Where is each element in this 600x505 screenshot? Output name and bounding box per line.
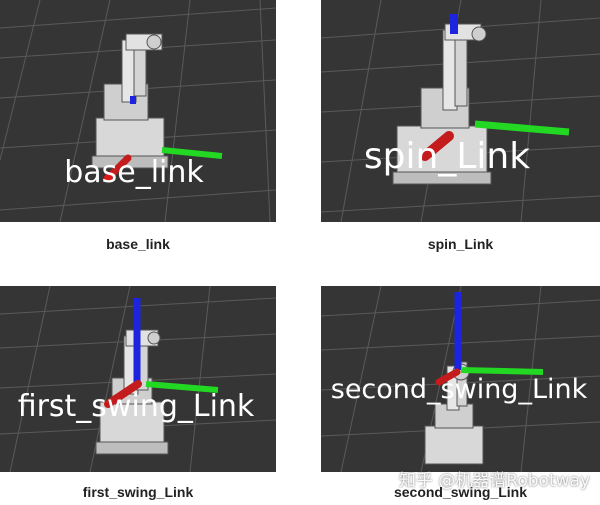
viewport-second-swing-link[interactable]: second_swing_Link — [321, 286, 600, 472]
y-axis-arrow — [161, 147, 223, 159]
y-axis-arrow — [460, 367, 544, 375]
robot-arm — [91, 33, 169, 169]
viewport-spin-link[interactable]: spin_Link — [321, 0, 600, 222]
frame-label: first_swing_Link — [18, 389, 255, 424]
caption-first-swing-link: first_swing_Link — [82, 484, 194, 500]
rviz-scene-base-link: base_link — [0, 0, 276, 222]
frame-label: base_link — [64, 155, 204, 190]
x-axis-arrow — [420, 131, 454, 161]
rviz-scene-second-swing-link: second_swing_Link — [321, 286, 600, 472]
watermark: 知乎 @机器谱Robotway — [398, 471, 590, 491]
x-axis-arrow — [104, 154, 132, 182]
viewport-base-link[interactable]: base_link — [0, 0, 276, 222]
x-axis-arrow — [435, 368, 461, 386]
robot-arm — [392, 23, 492, 185]
grid — [0, 0, 276, 222]
viewport-first-swing-link[interactable]: first_swing_Link — [0, 286, 276, 472]
frame-label: spin_Link — [364, 136, 530, 177]
y-axis-arrow — [145, 381, 219, 393]
x-axis-arrow — [104, 380, 142, 408]
rviz-scene-first-swing-link: first_swing_Link — [0, 286, 276, 472]
y-axis-arrow — [474, 120, 570, 136]
rviz-scene-spin-link: spin_Link — [321, 0, 600, 222]
frame-label: second_swing_Link — [331, 374, 588, 405]
caption-spin-link: spin_Link — [427, 236, 494, 252]
caption-second-swing-link: second_swing_Link — [393, 484, 528, 500]
origin-marker — [104, 174, 112, 182]
caption-base-link: base_link — [106, 236, 170, 252]
